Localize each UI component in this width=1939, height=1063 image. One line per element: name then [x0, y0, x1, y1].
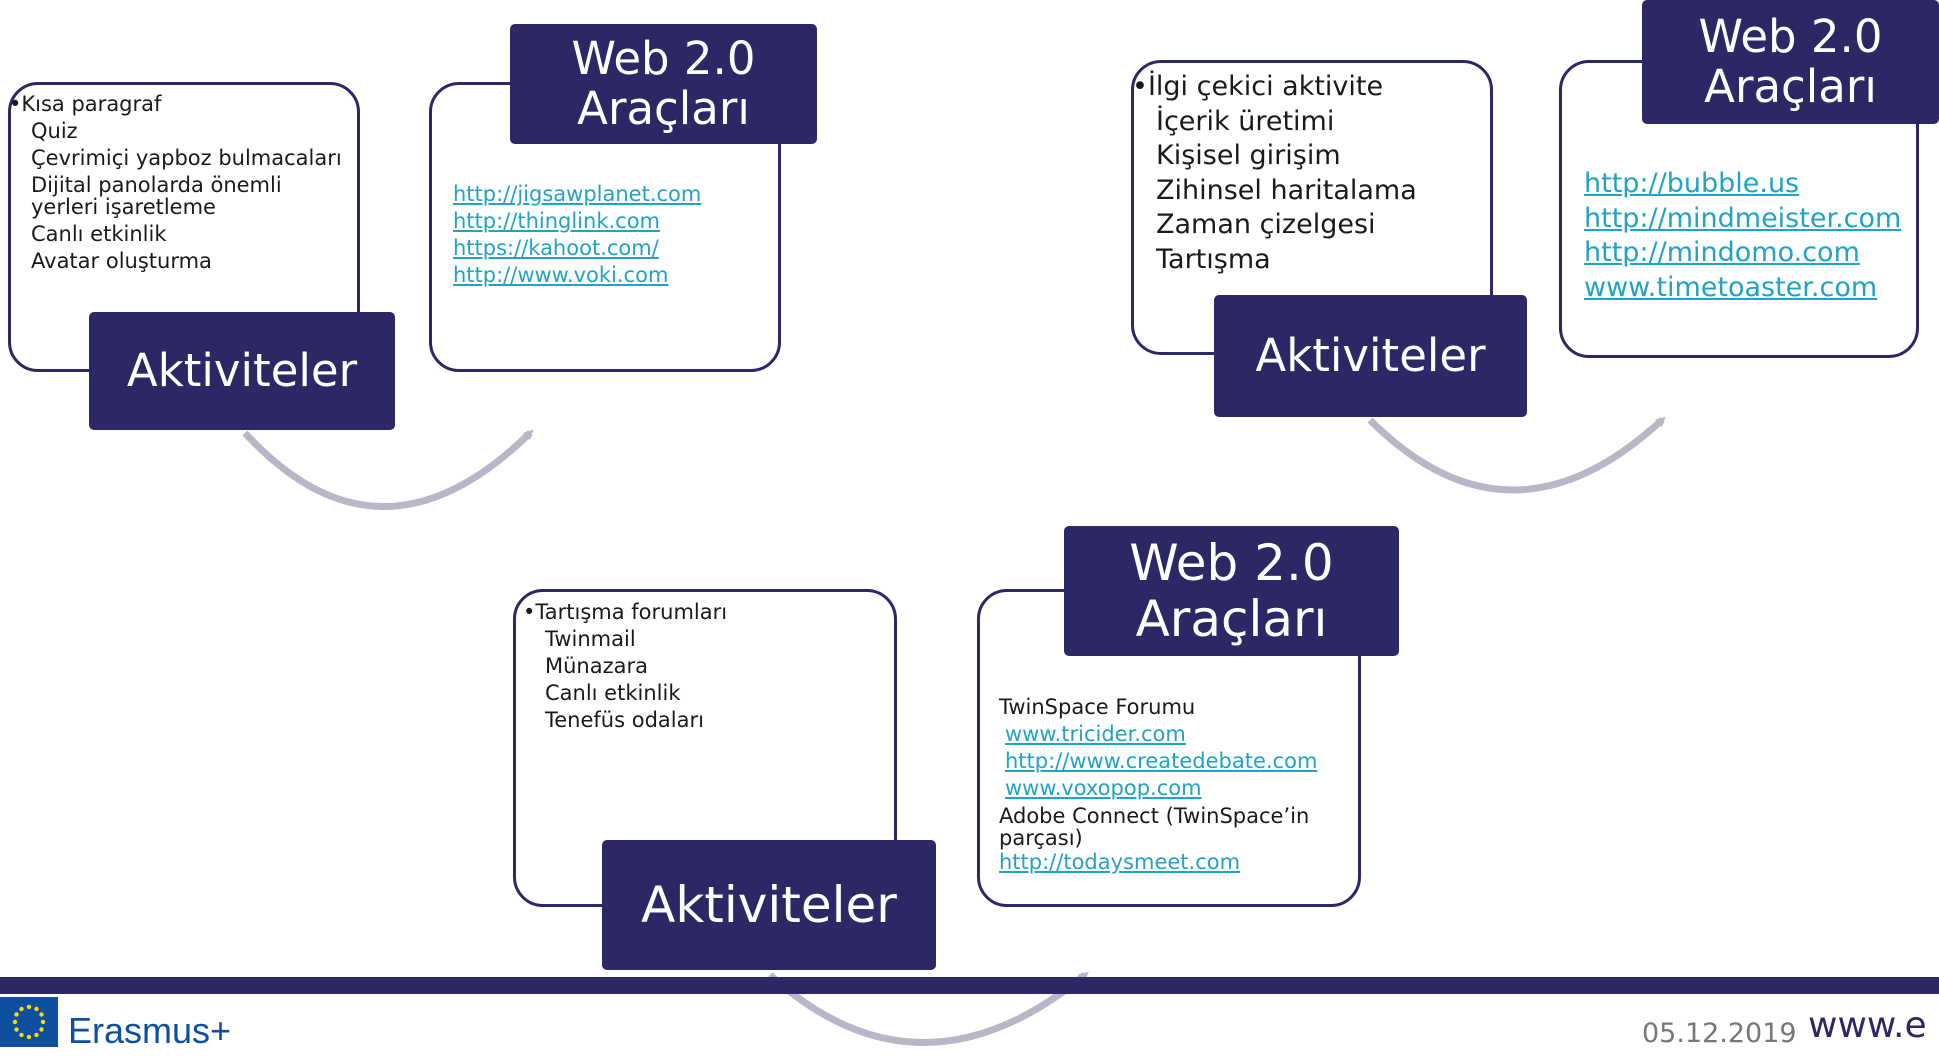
eu-flag-icon — [0, 997, 58, 1047]
footer-url: www.e — [1808, 1005, 1927, 1046]
tools-list-2: http://bubble.us http://mindmeister.com … — [1584, 167, 1901, 305]
tool-link[interactable]: http://mindomo.com — [1584, 237, 1860, 268]
tool-link[interactable]: https://kahoot.com/ — [453, 236, 659, 260]
tools-label-1: Web 2.0 Araçları — [510, 24, 817, 144]
activities-list-2: •İlgi çekici aktivite İçerik üretimi Kiş… — [1132, 71, 1417, 275]
activities-label-1: Aktiviteler — [89, 312, 395, 430]
activities-label-2: Aktiviteler — [1214, 295, 1527, 417]
tool-link[interactable]: http://todaysmeet.com — [999, 850, 1241, 874]
tools-label-3: Web 2.0 Araçları — [1064, 526, 1399, 656]
tools-list-1: http://jigsawplanet.com http://thinglink… — [453, 181, 701, 289]
tool-link[interactable]: www.voxopop.com — [1005, 776, 1202, 800]
activities-list-3: •Tartışma forumları Twinmail Münazara Ca… — [523, 600, 728, 732]
activities-label-3: Aktiviteler — [602, 840, 936, 970]
tools-list-3: TwinSpace Forumu www.tricider.com http:/… — [999, 694, 1344, 876]
tools-label-2: Web 2.0 Araçları — [1642, 0, 1939, 124]
tool-link[interactable]: http://thinglink.com — [453, 209, 661, 233]
footer-bar — [0, 977, 1939, 994]
tool-link[interactable]: http://bubble.us — [1584, 168, 1800, 199]
arc-arrow-1 — [242, 429, 534, 510]
tool-link[interactable]: http://www.createdebate.com — [1005, 749, 1318, 773]
arc-arrow-2 — [1367, 416, 1666, 494]
footer-brand: Erasmus+ — [68, 1010, 232, 1051]
tool-link[interactable]: http://mindmeister.com — [1584, 202, 1902, 234]
tool-link[interactable]: http://jigsawplanet.com — [453, 182, 702, 206]
arc-arrow-3 — [767, 971, 1089, 1046]
footer-date: 05.12.2019 — [1642, 1018, 1797, 1049]
tool-link[interactable]: www.timetoaster.com — [1584, 271, 1878, 303]
tool-link[interactable]: http://www.voki.com — [453, 263, 669, 287]
tool-link[interactable]: www.tricider.com — [1005, 722, 1186, 746]
activities-list-1: •Kısa paragraf Quiz Çevrimiçi yapboz bul… — [9, 92, 342, 273]
